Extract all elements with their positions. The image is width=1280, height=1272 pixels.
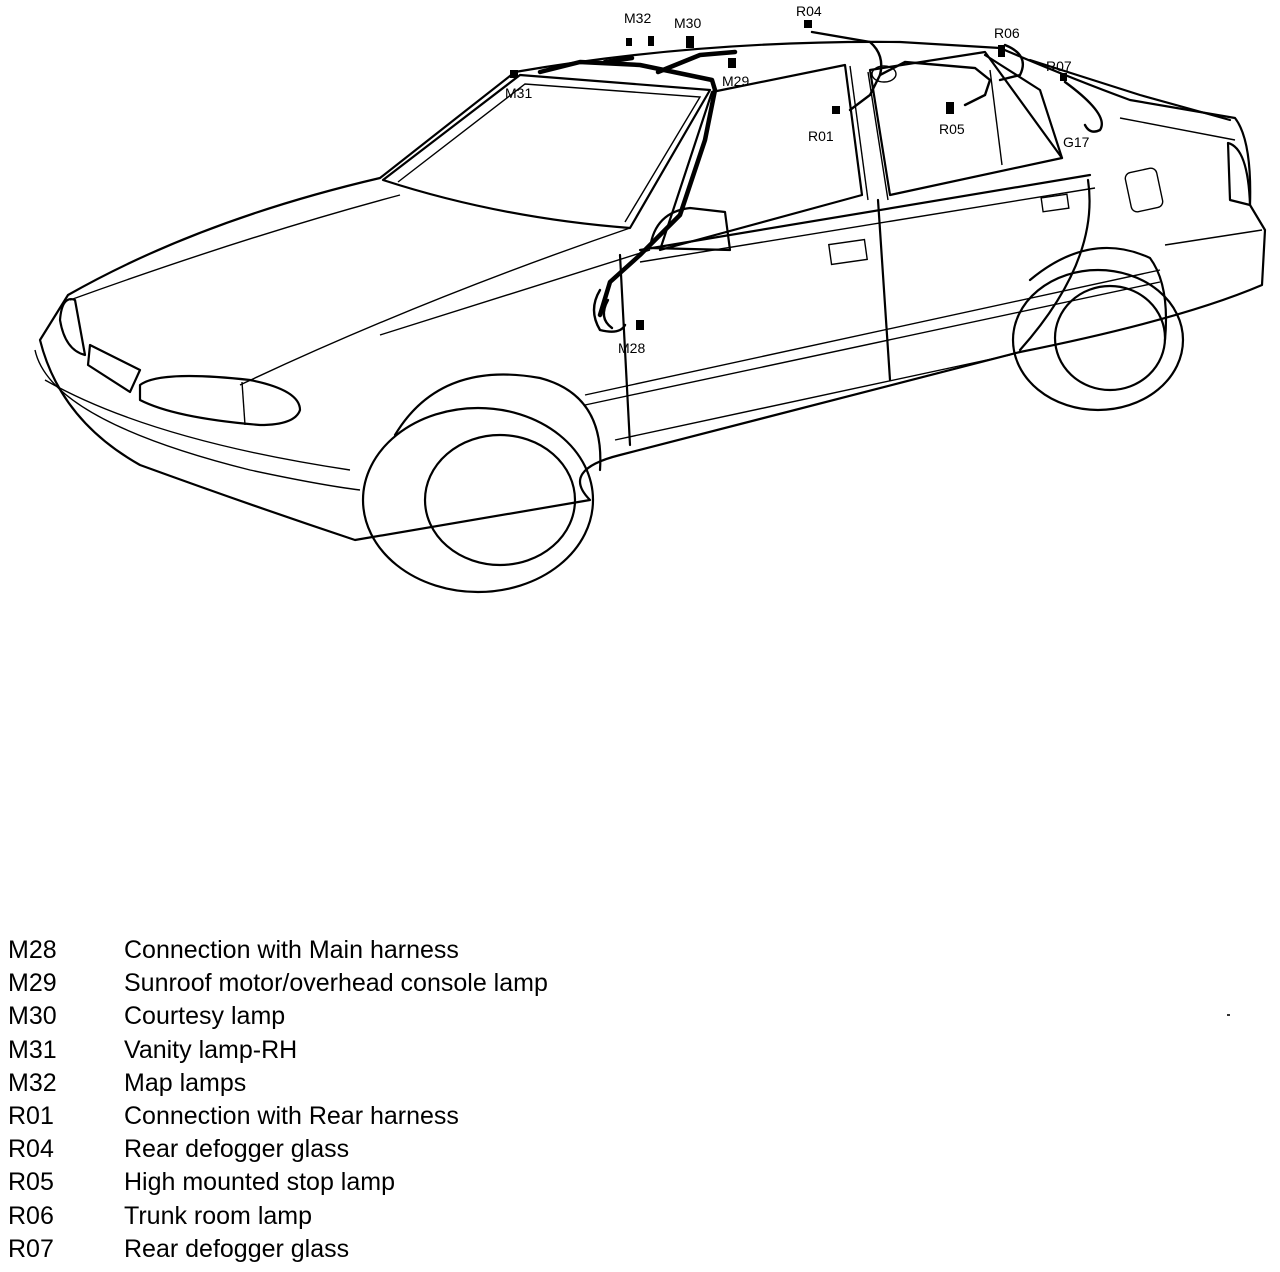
callout-m28: M28 [618,340,645,356]
callout-g17: G17 [1063,134,1090,150]
legend-description: Connection with Rear harness [124,1101,459,1130]
front-wheel [361,373,602,594]
callout-r06: R06 [994,25,1020,41]
callout-m29: M29 [722,73,749,89]
callout-r01: R01 [808,128,834,144]
legend-row: R07 Rear defogger glass [0,1233,900,1266]
legend-description: Courtesy lamp [124,1002,286,1031]
legend-description: Vanity lamp-RH [124,1035,298,1064]
legend-row: R04 Rear defogger glass [0,1133,900,1166]
legend-description: Connection with Main harness [124,936,459,964]
legend-code: M30 [8,1002,57,1031]
legend-row: R05 High mounted stop lamp [0,1166,900,1199]
legend-code: M31 [8,1035,57,1064]
legend-code: R07 [8,1234,54,1263]
legend-description: Rear defogger glass [124,1234,350,1263]
legend-row: M29 Sunroof motor/overhead console lamp [0,967,900,1000]
callout-r05: R05 [939,121,965,137]
legend-description: High mounted stop lamp [124,1168,395,1197]
legend-row: M28 Connection with Main harness [0,934,900,967]
legend-description: Sunroof motor/overhead console lamp [124,969,548,998]
legend-code: R01 [8,1101,54,1130]
legend-row: R06 Trunk room lamp [0,1200,900,1233]
legend-code: R05 [8,1168,54,1197]
rear-wheel [1011,246,1185,412]
legend-code: M29 [8,969,57,998]
legend-code: R06 [8,1201,54,1230]
callout-m31: M31 [505,85,532,101]
callout-m30: M30 [674,15,701,31]
legend-description: Map lamps [124,1068,247,1097]
legend-description: Trunk room lamp [124,1201,313,1230]
legend-description: Rear defogger glass [124,1135,350,1164]
legend-code: R04 [8,1135,54,1164]
car-wiring-diagram: M32 M30 R04 R06 R07 M31 M29 R01 R05 G17 … [34,3,1267,594]
callout-r07: R07 [1046,58,1072,74]
legend-row: M31 Vanity lamp-RH [0,1034,900,1067]
legend-row: M32 Map lamps [0,1067,900,1100]
legend-row: M30 Courtesy lamp [0,1000,900,1033]
legend-row: R01 Connection with Rear harness [0,1100,900,1133]
connectors [510,20,1067,330]
legend-code: M32 [8,1068,57,1097]
legend-list: M28 Connection with Main harness M29 Sun… [0,934,900,1266]
scan-speck [1227,1014,1230,1016]
callout-m32: M32 [624,10,651,26]
legend-code: M28 [8,936,57,964]
callout-r04: R04 [796,3,822,19]
car-body-outline [34,40,1267,542]
roof-harness [537,30,1103,333]
callout-labels: M32 M30 R04 R06 R07 M31 M29 R01 R05 G17 … [505,3,1090,356]
